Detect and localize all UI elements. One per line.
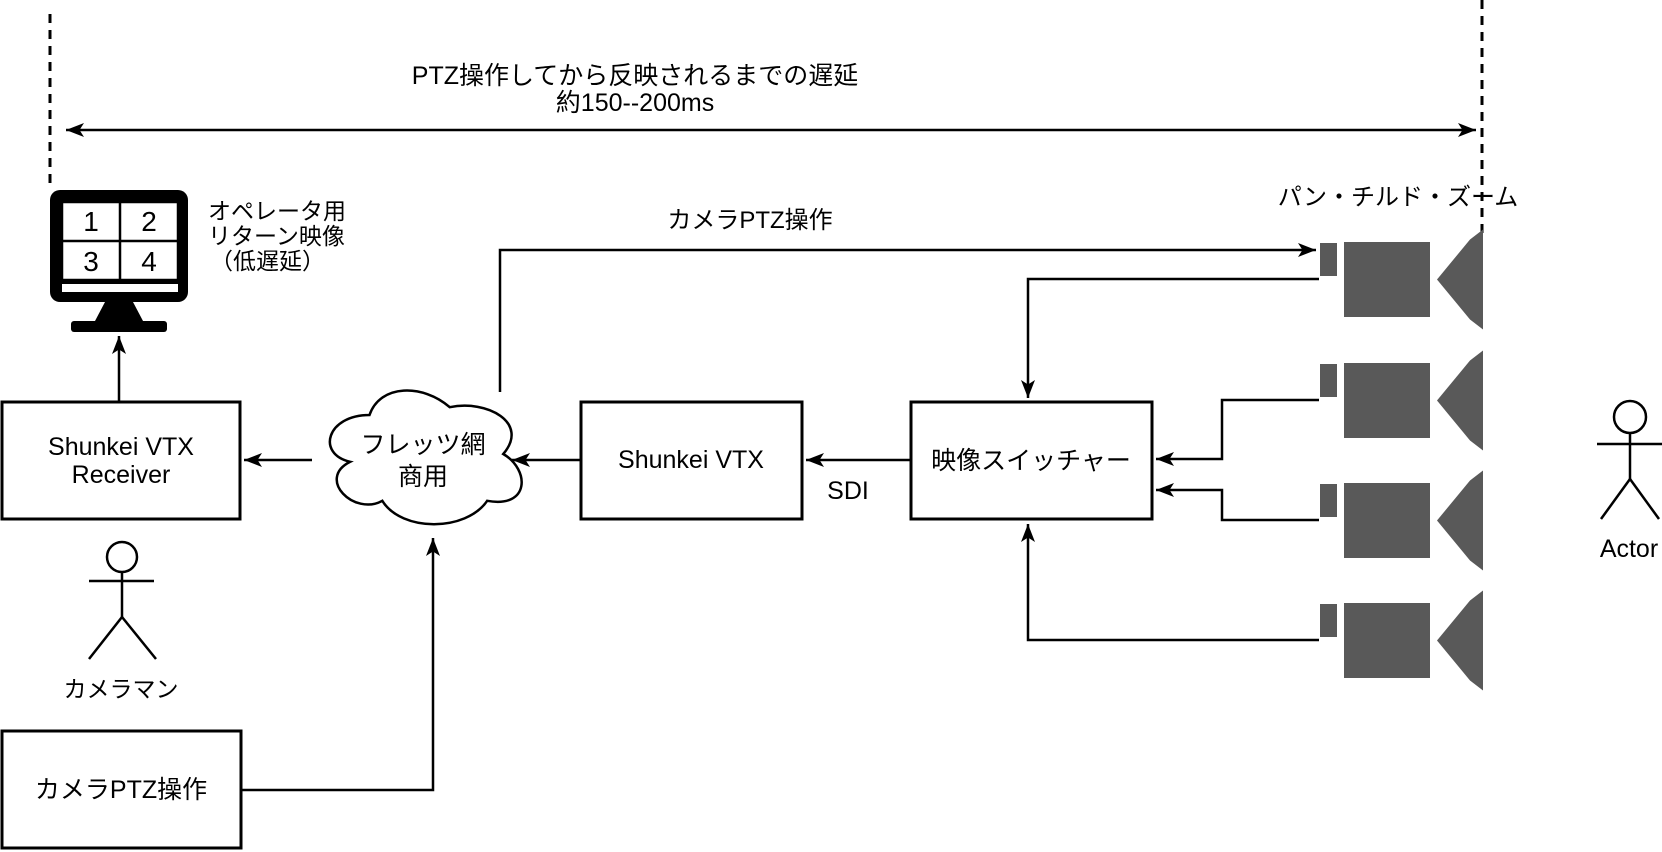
receiver-box [0, 400, 242, 521]
camera-2-body [1344, 363, 1430, 438]
delay-annotation: PTZ操作してから反映されるまでの遅延 約150--200ms [48, 0, 1484, 240]
camera-2-connector [1320, 364, 1337, 397]
camera-4-lens [1437, 590, 1483, 691]
monitor-quadrant-3: 3 [83, 246, 99, 277]
switcher-label: 映像スイッチャー [931, 447, 1131, 475]
camera-3-icon [1320, 470, 1483, 571]
switcher-box [909, 400, 1154, 521]
camera-3-connector [1320, 484, 1337, 517]
edge-camera1-to-switcher [1021, 277, 1319, 398]
edge-camera4-to-switcher [1021, 524, 1319, 642]
pan-tilt-zoom-label: パン・チルド・ズーム [1278, 184, 1518, 211]
monitor-quadrant-2: 2 [141, 206, 157, 237]
edge-cloud-to-camera1 [498, 243, 1316, 392]
camera-1-icon [1320, 229, 1483, 330]
monitor-quadrant-1: 1 [83, 206, 99, 237]
cloud-label-line1: フレッツ網 [360, 431, 485, 459]
monitor-bezel-strip [62, 284, 178, 292]
switcher-node: 映像スイッチャー [909, 400, 1154, 521]
camera-4-icon [1320, 590, 1483, 691]
sdi-edge-label: SDI [827, 477, 869, 505]
camera-1-body [1344, 242, 1430, 317]
camera-4-body [1344, 603, 1430, 678]
edge-ptzbox-to-cloud [242, 538, 440, 792]
receiver-node: Shunkei VTX Receiver [0, 400, 242, 521]
vtx-label: Shunkei VTX [618, 446, 764, 474]
delay-text-line2: 約150--200ms [556, 89, 714, 117]
camera-ptz-edge-label: カメラPTZ操作 [667, 207, 832, 234]
camera-4-connector [1320, 604, 1337, 637]
cloud-label-line2: 商用 [398, 463, 448, 491]
camera-1-lens [1437, 229, 1483, 330]
actor-head [1612, 399, 1648, 435]
delay-text-line1: PTZ操作してから反映されるまでの遅延 [412, 62, 858, 90]
edges: SDI カメラPTZ操作 [112, 207, 1319, 792]
cameraman-label: カメラマン [64, 676, 179, 702]
camera-3-body [1344, 483, 1430, 558]
camera-group: パン・チルド・ズーム [1278, 184, 1518, 691]
ptz-control-node: カメラPTZ操作 [0, 729, 243, 850]
cameraman-left-leg [88, 616, 123, 660]
camera-3-lens [1437, 470, 1483, 571]
monitor-caption-line1: オペレータ用 [208, 198, 346, 224]
cloud-node: フレッツ網 商用 [328, 389, 523, 526]
cameraman-right-leg [121, 616, 157, 660]
actor-figure: Actor [1597, 399, 1662, 563]
vtx-box [579, 400, 804, 521]
edge-camera3-to-switcher [1156, 483, 1319, 522]
monitor-stand [95, 302, 143, 321]
camera-2-icon [1320, 350, 1483, 451]
monitor-base [71, 321, 167, 332]
camera-2-lens [1437, 350, 1483, 451]
monitor-caption-line2: リターン映像 [208, 223, 345, 249]
edge-camera2-to-switcher [1156, 398, 1319, 466]
monitor-quadrant-4: 4 [141, 246, 157, 277]
ptz-control-label: カメラPTZ操作 [35, 776, 207, 804]
vtx-node: Shunkei VTX [579, 400, 804, 521]
cameraman-figure: カメラマン [64, 540, 179, 702]
actor-label: Actor [1600, 535, 1658, 563]
receiver-label-line2: Receiver [72, 461, 171, 489]
operator-monitor: 1 2 3 4 オペレータ用 リターン映像 （低遅延） [50, 190, 346, 332]
cameraman-head [105, 540, 139, 574]
ptz-control-box [0, 729, 243, 850]
monitor-caption-line3: （低遅延） [210, 248, 325, 274]
cloud-shape [328, 389, 523, 526]
receiver-label-line1: Shunkei VTX [48, 433, 194, 461]
actor-right-leg [1628, 478, 1661, 520]
actor-left-leg [1599, 478, 1632, 520]
camera-1-connector [1320, 243, 1337, 276]
